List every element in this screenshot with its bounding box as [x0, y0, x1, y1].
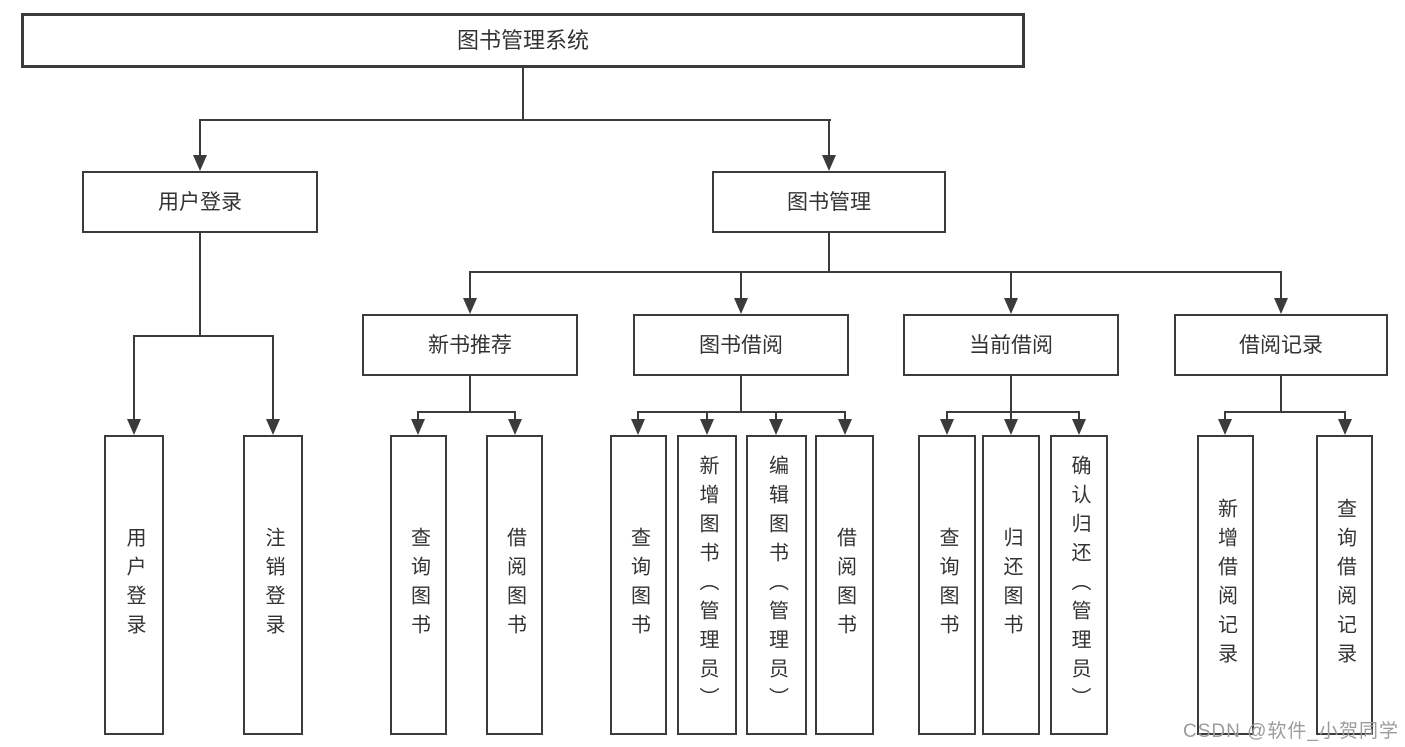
arrowhead-nb-query [411, 419, 425, 435]
arrowhead-bb-borrow [838, 419, 852, 435]
connector-to-cb-query [946, 411, 948, 420]
connector-to-borrow-record [1280, 271, 1282, 300]
connector-current-borrow-split [946, 411, 1080, 413]
connector-to-user-login [199, 119, 201, 156]
leaf-borrow-query-books: 查询图书 [610, 435, 667, 735]
connector-to-nb-query [417, 411, 419, 420]
watermark: CSDN @软件_小贺同学 [1183, 721, 1399, 742]
connector-book-borrow-split [637, 411, 846, 413]
node-new-book-recommend: 新书推荐 [362, 314, 578, 376]
arrowhead-cb-query [940, 419, 954, 435]
node-book-management: 图书管理 [712, 171, 946, 233]
connector-to-book-borrow [740, 271, 742, 300]
leaf-user-login: 用户登录 [104, 435, 164, 735]
leaf-borrow-borrow-books: 借阅图书 [815, 435, 874, 735]
arrowhead-current-borrow [1004, 298, 1018, 314]
connector-book-borrow-stem [740, 376, 742, 413]
leaf-newbook-borrow-books: 借阅图书 [486, 435, 543, 735]
arrowhead-new-book [463, 298, 477, 314]
arrowhead-book-management [822, 155, 836, 171]
arrowhead-bb-add [700, 419, 714, 435]
node-borrow-record: 借阅记录 [1174, 314, 1388, 376]
leaf-borrow-edit-books-admin: 编辑图书（管理员） [746, 435, 807, 735]
arrowhead-nb-borrow [508, 419, 522, 435]
connector-to-cb-return [1010, 411, 1012, 420]
connector-user-login-split [133, 335, 274, 337]
arrowhead-br-add [1218, 419, 1232, 435]
arrowhead-book-borrow [734, 298, 748, 314]
connector-root-stem [522, 68, 524, 120]
arrowhead-user-login [193, 155, 207, 171]
arrowhead-leaf-logout [266, 419, 280, 435]
node-book-borrow: 图书借阅 [633, 314, 849, 376]
connector-new-book-split [417, 411, 516, 413]
connector-user-login-stem [199, 233, 201, 337]
node-library-system: 图书管理系统 [21, 13, 1025, 68]
connector-to-nb-borrow [514, 411, 516, 420]
leaf-current-return-books: 归还图书 [982, 435, 1040, 735]
leaf-newbook-query-books: 查询图书 [390, 435, 447, 735]
connector-to-bb-add [706, 411, 708, 420]
connector-to-leaf-logout [272, 335, 274, 420]
arrowhead-bb-query [631, 419, 645, 435]
arrowhead-bb-edit [769, 419, 783, 435]
connector-borrow-record-split [1224, 411, 1346, 413]
connector-current-borrow-stem [1010, 376, 1012, 413]
leaf-record-add-record: 新增借阅记录 [1197, 435, 1254, 735]
connector-to-cb-confirm [1078, 411, 1080, 420]
leaf-record-query-record: 查询借阅记录 [1316, 435, 1373, 735]
leaf-current-confirm-return-admin: 确认归还（管理员） [1050, 435, 1108, 735]
connector-to-book-management [828, 119, 830, 156]
arrowhead-borrow-record [1274, 298, 1288, 314]
connector-to-new-book [469, 271, 471, 300]
node-current-borrow: 当前借阅 [903, 314, 1119, 376]
leaf-logout: 注销登录 [243, 435, 303, 735]
connector-to-br-query [1344, 411, 1346, 420]
connector-to-bb-borrow [844, 411, 846, 420]
connector-to-br-add [1224, 411, 1226, 420]
connector-to-bb-query [637, 411, 639, 420]
connector-book-management-stem [828, 232, 830, 273]
arrowhead-cb-return [1004, 419, 1018, 435]
connector-to-current-borrow [1010, 271, 1012, 300]
connector-new-book-stem [469, 376, 471, 413]
leaf-borrow-add-books-admin: 新增图书（管理员） [677, 435, 737, 735]
connector-root-split [199, 119, 831, 121]
arrowhead-leaf-user-login [127, 419, 141, 435]
connector-to-bb-edit [775, 411, 777, 420]
leaf-current-query-books: 查询图书 [918, 435, 976, 735]
connector-book-management-split [469, 271, 1282, 273]
node-user-login: 用户登录 [82, 171, 318, 233]
connector-to-leaf-user-login [133, 335, 135, 420]
arrowhead-br-query [1338, 419, 1352, 435]
connector-borrow-record-stem [1280, 376, 1282, 413]
arrowhead-cb-confirm [1072, 419, 1086, 435]
